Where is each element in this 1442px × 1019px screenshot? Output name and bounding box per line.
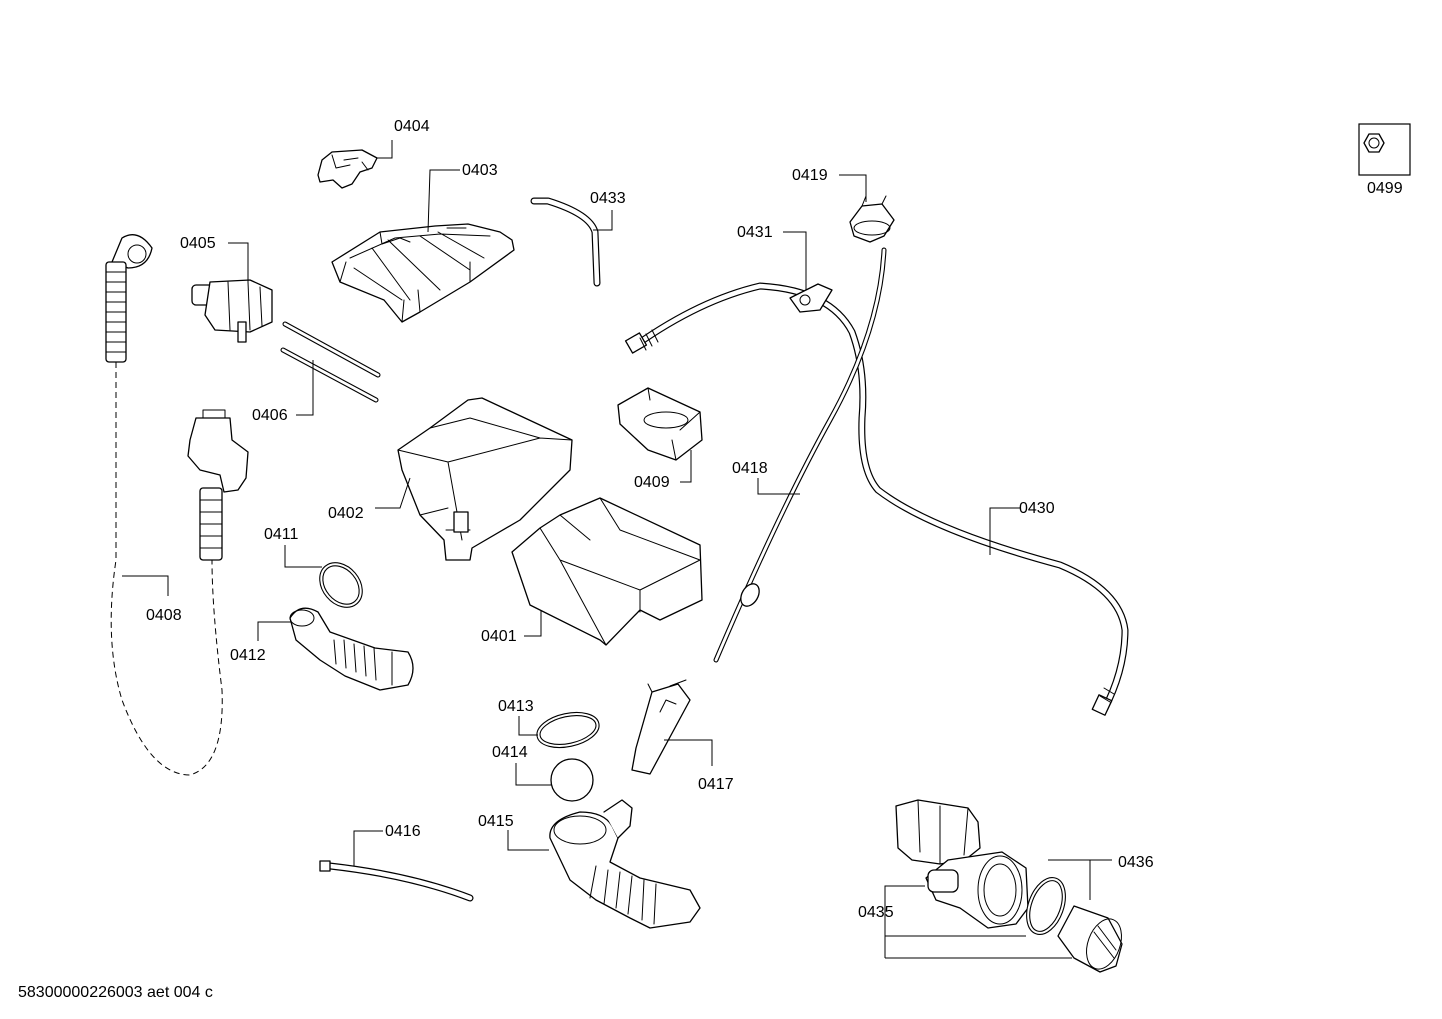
- part-0408-inlet-hose: [105, 234, 249, 776]
- label-0418: 0418: [732, 460, 768, 477]
- part-0402-drawer-housing: [397, 397, 573, 561]
- part-0406-rods: [280, 321, 381, 403]
- label-0401: 0401: [481, 628, 517, 645]
- part-0409-siphon-cap: [617, 387, 703, 461]
- part-0417-sensor: [631, 679, 691, 775]
- label-0412: 0412: [230, 647, 266, 664]
- part-0419-fitting: [849, 195, 895, 243]
- label-0408: 0408: [146, 607, 182, 624]
- label-0406: 0406: [252, 407, 288, 424]
- label-0411: 0411: [264, 526, 299, 543]
- label-0403: 0403: [462, 162, 498, 179]
- label-0415: 0415: [478, 813, 514, 830]
- part-0414-ball: [550, 758, 594, 802]
- part-0433-small-hose: [530, 197, 601, 287]
- part-0401-dispenser-drawer: [511, 497, 703, 646]
- label-0435: 0435: [858, 904, 894, 921]
- label-0402: 0402: [328, 505, 364, 522]
- part-0436-filter: [1026, 877, 1123, 973]
- label-0413: 0413: [498, 698, 534, 715]
- label-0414: 0414: [492, 744, 528, 761]
- part-0403-frame: [331, 223, 515, 323]
- part-0412-bellows-hose: [289, 607, 414, 691]
- label-0417: 0417: [698, 776, 734, 793]
- part-0430-main-hose: [624, 282, 1129, 716]
- label-0404: 0404: [394, 118, 430, 135]
- part-0413-ring: [536, 711, 600, 749]
- label-0409: 0409: [634, 474, 670, 491]
- part-0416-hose: [319, 860, 474, 902]
- part-0431-clamp: [789, 283, 833, 313]
- label-0430: 0430: [1019, 500, 1055, 517]
- label-0419: 0419: [792, 167, 828, 184]
- label-0416: 0416: [385, 823, 421, 840]
- part-0405-valve: [191, 279, 273, 343]
- label-0431: 0431: [737, 224, 773, 241]
- part-0435-drain-pump: [895, 799, 1029, 929]
- part-0418-pressure-tube: [713, 247, 887, 663]
- drawing-id: 58300000226003 aet 004 c: [18, 984, 213, 1001]
- part-0411-ring: [319, 562, 363, 608]
- label-0499: 0499: [1367, 180, 1403, 197]
- part-0499-hexnut: [1358, 123, 1411, 176]
- label-0433: 0433: [590, 190, 626, 207]
- part-0404-clip: [317, 149, 378, 189]
- label-0405: 0405: [180, 235, 216, 252]
- part-0415-sump-hose: [549, 799, 701, 929]
- label-0436: 0436: [1118, 854, 1154, 871]
